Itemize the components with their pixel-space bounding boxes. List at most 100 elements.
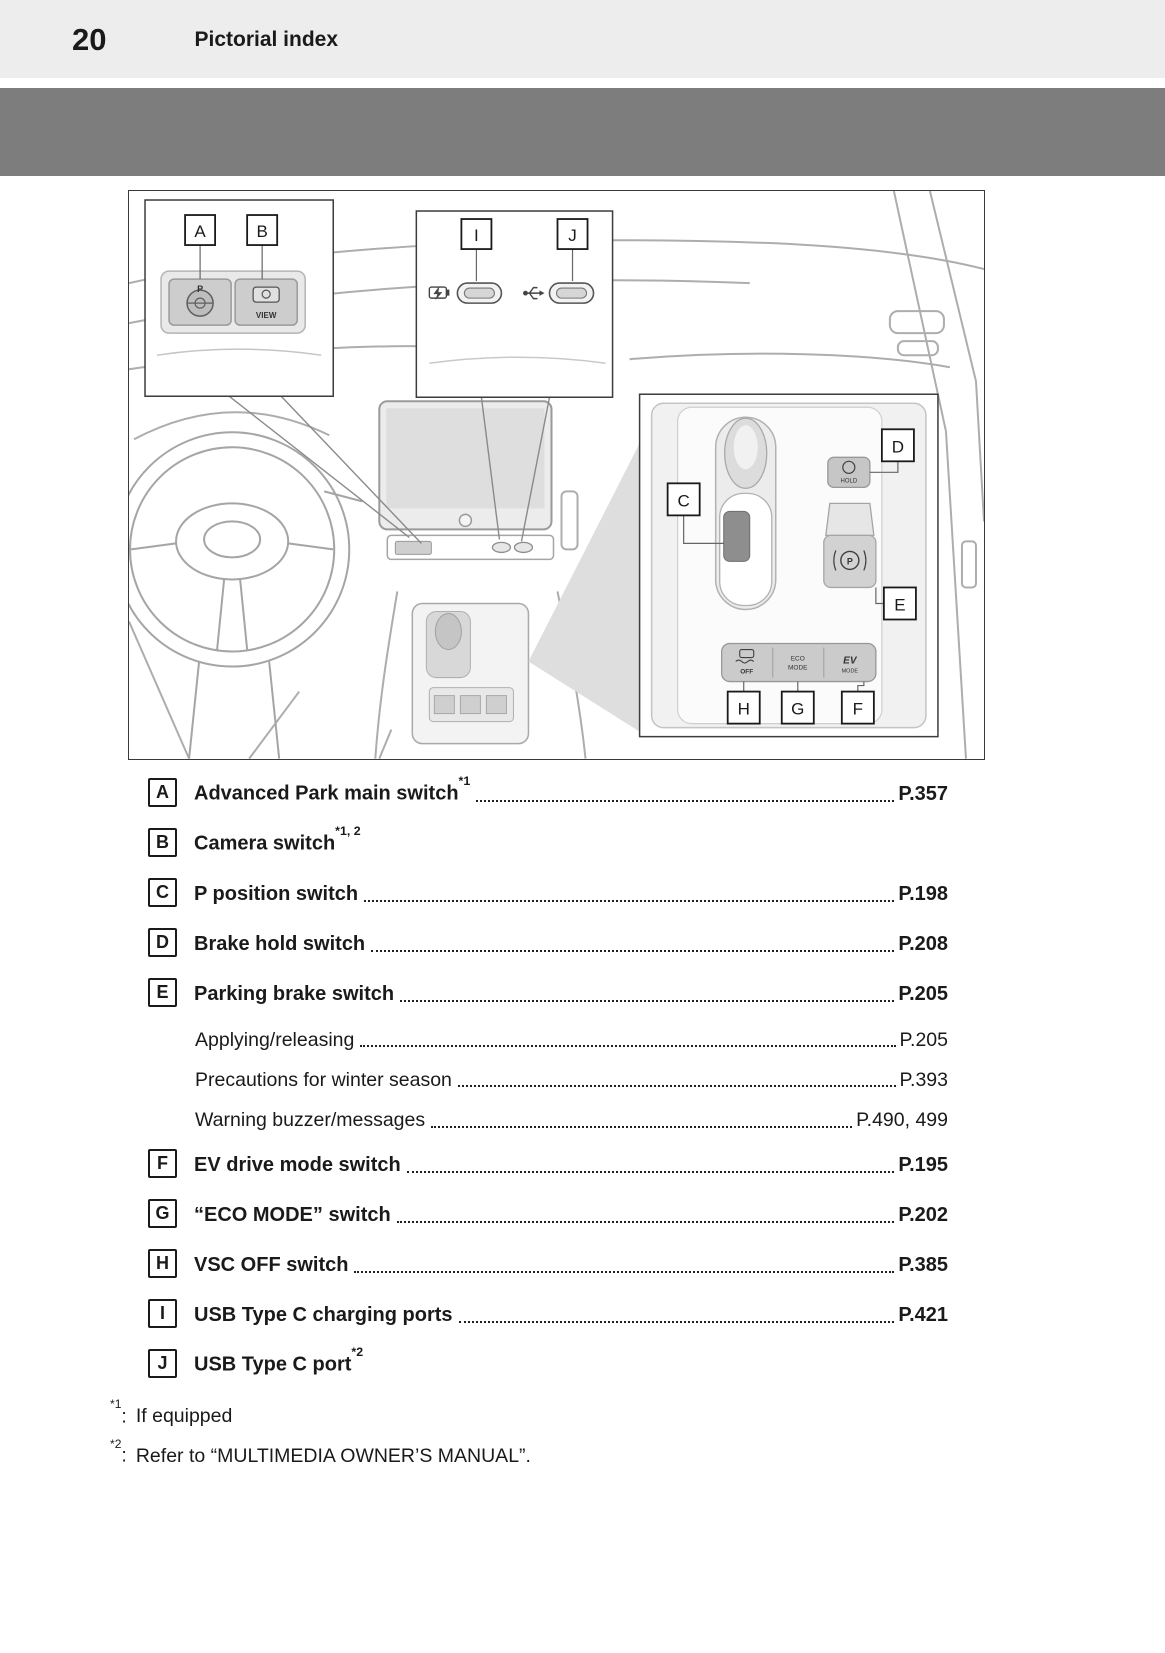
center-display — [378, 400, 555, 561]
ev-label-line2: MODE — [842, 669, 859, 675]
index-row-c: C P position switch P.198 — [148, 877, 948, 907]
dot-leader — [431, 1125, 853, 1128]
dot-leader — [476, 799, 895, 802]
callout-badge: C — [148, 877, 177, 907]
footnote-text: Refer to “MULTIMEDIA OWNER’S MANUAL”. — [135, 1444, 531, 1467]
footnote-1: *1:If equipped — [110, 1397, 233, 1428]
callout-letter-j: J — [568, 226, 577, 245]
page-reference: P.208 — [898, 932, 948, 955]
callout-f: F — [840, 681, 875, 725]
callout-letter-f: F — [853, 700, 863, 719]
page-reference: P.357 — [898, 782, 948, 805]
steering-wheel — [129, 431, 363, 759]
index-subrow-e1: Applying/releasing P.205 — [195, 1028, 948, 1052]
page-number: 20 — [72, 21, 107, 57]
dot-leader — [406, 1170, 895, 1173]
callout-letter-e: E — [894, 595, 905, 614]
index-row-j: J USB Type C port*2 — [148, 1345, 948, 1378]
dot-leader — [396, 1220, 895, 1223]
callout-b: B — [246, 214, 279, 280]
inset-park-camera: P VIEW A B — [144, 199, 334, 397]
footnote-marker: *1 — [110, 1397, 122, 1412]
index-row-f: F EV drive mode switch P.195 — [148, 1148, 948, 1178]
callout-h: H — [726, 681, 761, 725]
park-p-glyph: P — [197, 284, 203, 294]
page-reference: P.385 — [898, 1253, 948, 1276]
callout-badge: I — [148, 1298, 177, 1328]
eco-label-line1: ECO — [791, 656, 805, 663]
callout-letter-g: G — [791, 700, 804, 719]
footnote-ref: *1 — [458, 774, 471, 789]
ev-label-line1: EV — [843, 656, 858, 667]
brake-hold-button: HOLD — [827, 456, 871, 488]
vsc-off-label: OFF — [740, 669, 753, 676]
index-row-h: H VSC OFF switch P.385 — [148, 1248, 948, 1278]
page-reference: P.421 — [898, 1303, 948, 1326]
eco-label-line2: MODE — [788, 665, 808, 672]
pictorial-index-list: A Advanced Park main switch*1 P.357 B Ca… — [128, 774, 985, 1378]
index-label: Brake hold switch — [194, 932, 366, 955]
footnote-2: *2:Refer to “MULTIMEDIA OWNER’S MANUAL”. — [110, 1436, 531, 1467]
index-row-i: I USB Type C charging ports P.421 — [148, 1298, 948, 1328]
hold-button-label: HOLD — [841, 478, 858, 484]
section-title: Pictorial index — [194, 27, 339, 51]
center-console — [411, 602, 530, 745]
callout-badge: D — [148, 927, 177, 957]
charging-battery-icon — [428, 286, 450, 301]
index-label: VSC OFF switch — [194, 1253, 349, 1276]
usb-trident-icon — [523, 286, 545, 300]
index-row-d: D Brake hold switch P.208 — [148, 927, 948, 957]
callout-letter-d: D — [892, 437, 904, 456]
inset-leader-lines — [228, 395, 551, 544]
usb-data-port — [548, 282, 595, 304]
index-subrow-e3: Warning buzzer/messages P.490, 499 — [195, 1108, 948, 1132]
index-label: Advanced Park main switch*1 — [194, 774, 471, 805]
advanced-park-button: P — [168, 278, 232, 326]
brake-p-glyph: P — [847, 556, 853, 566]
eco-mode-button: ECO MODE — [788, 656, 808, 672]
index-subrow-e2: Precautions for winter season P.393 — [195, 1068, 948, 1092]
parking-brake-switch: P — [823, 502, 877, 589]
shift-lever — [714, 416, 777, 611]
index-label: Camera switch*1, 2 — [194, 824, 361, 855]
callout-badge: J — [148, 1348, 177, 1378]
callout-badge: G — [148, 1198, 177, 1228]
view-button-label: VIEW — [256, 311, 277, 320]
callout-a: A — [184, 214, 217, 280]
page-reference: P.490, 499 — [856, 1109, 948, 1132]
dashboard-illustration: P VIEW A B — [129, 191, 984, 759]
page-reference: P.198 — [898, 882, 948, 905]
callout-letter-c: C — [678, 491, 690, 510]
index-label: “ECO MODE” switch — [194, 1203, 391, 1226]
callout-badge: B — [148, 827, 177, 857]
dot-leader — [458, 1320, 895, 1323]
callout-badge: E — [148, 977, 177, 1007]
dot-leader — [457, 1085, 896, 1088]
callout-letter-a: A — [194, 222, 206, 241]
callout-c: C — [666, 482, 724, 545]
dashboard-figure: P VIEW A B — [128, 190, 985, 760]
index-label: P position switch — [194, 882, 359, 905]
drive-mode-button-strip: OFF ECO MODE EV MODE — [721, 642, 877, 683]
callout-j: J — [556, 218, 589, 282]
dot-leader — [371, 949, 895, 952]
callout-e: E — [875, 586, 917, 621]
dot-leader — [354, 1270, 895, 1273]
index-sublabel: Warning buzzer/messages — [195, 1109, 426, 1132]
index-label: USB Type C port*2 — [194, 1345, 364, 1376]
callout-letter-i: I — [474, 226, 479, 245]
callout-g: G — [780, 681, 815, 725]
index-row-a: A Advanced Park main switch*1 P.357 — [148, 774, 948, 807]
p-position-switch — [723, 510, 751, 562]
callout-badge: H — [148, 1248, 177, 1278]
camera-view-button: VIEW — [234, 278, 298, 326]
index-sublabel: Applying/releasing — [195, 1028, 355, 1051]
index-row-b: B Camera switch*1, 2 — [148, 824, 948, 857]
callout-badge: A — [148, 777, 177, 807]
page-reference: P.205 — [898, 982, 948, 1005]
usb-charging-port — [456, 282, 503, 304]
magnifier-wedge — [528, 443, 640, 732]
section-divider-band — [0, 88, 1165, 176]
vsc-off-button: OFF — [735, 648, 755, 676]
index-row-e: E Parking brake switch P.205 — [148, 977, 948, 1007]
